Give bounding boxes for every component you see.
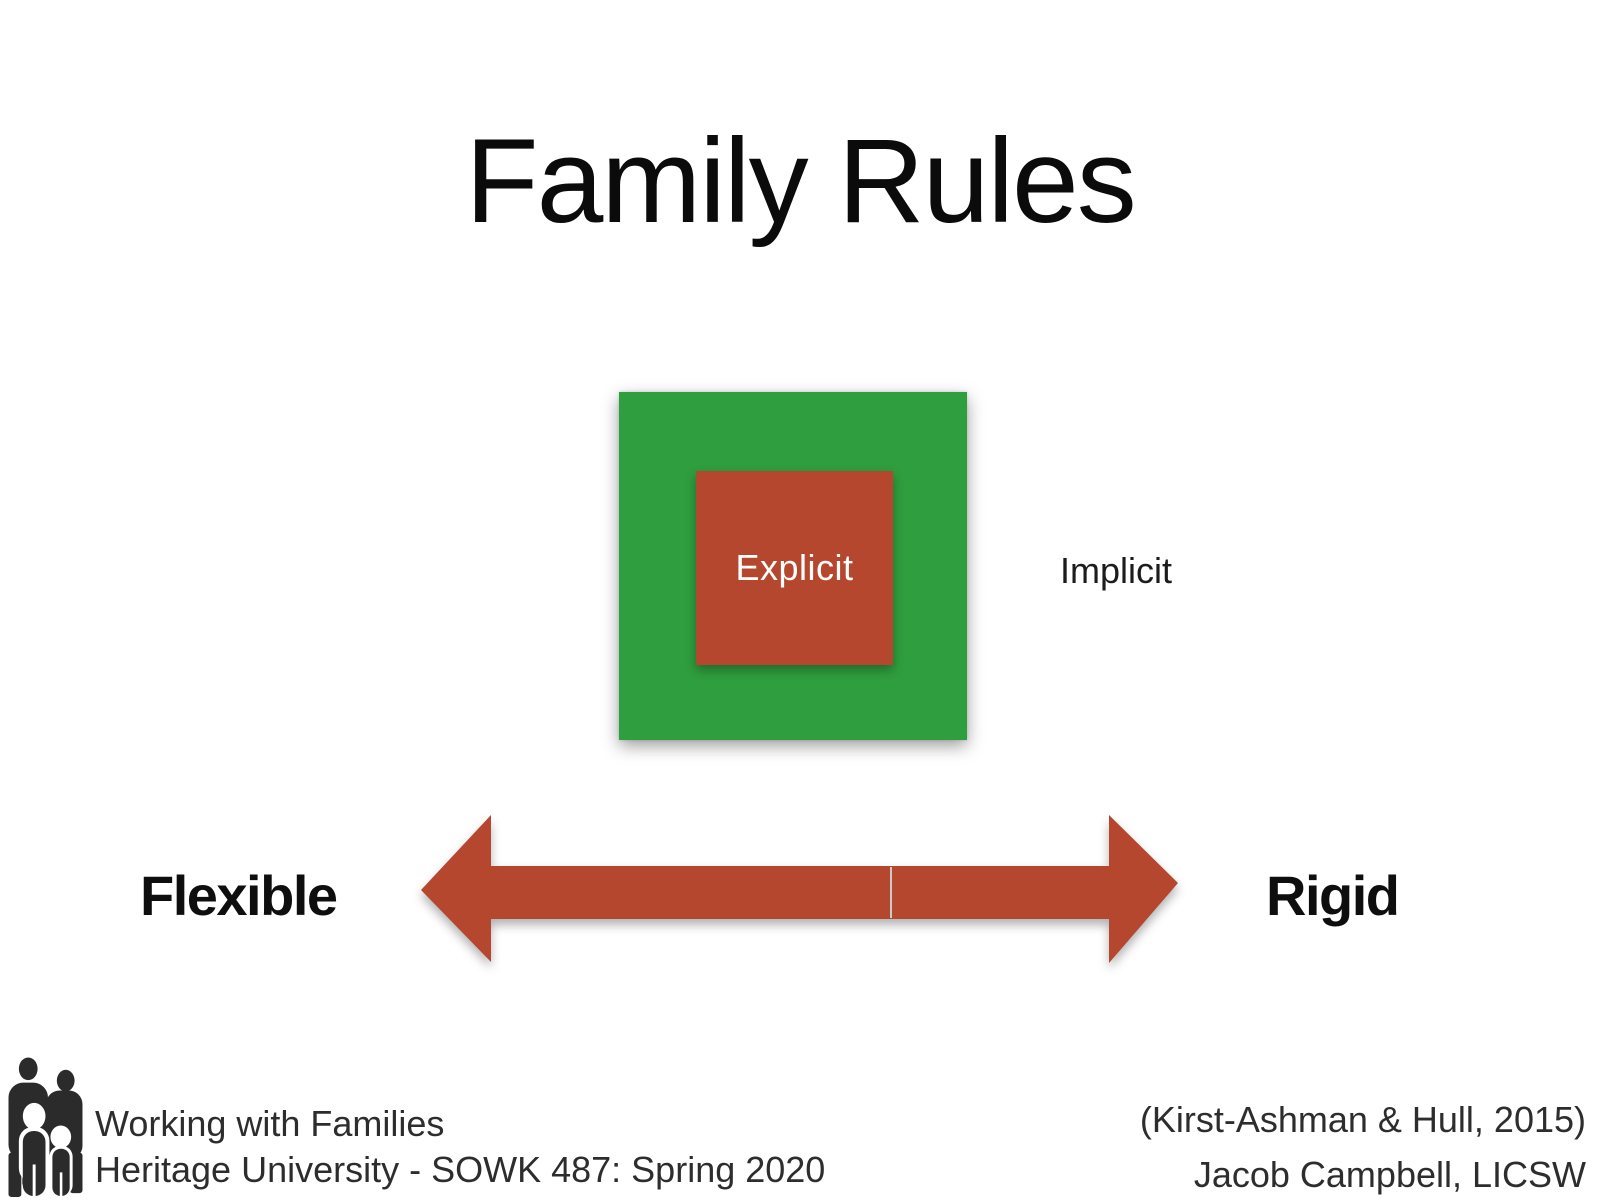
citation-author: Jacob Campbell, LICSW [1193,1154,1586,1195]
family-silhouette-icon [8,1057,83,1200]
flexibility-spectrum-arrow-icon [421,815,1178,963]
explicit-label: Explicit [735,547,854,588]
slide-title: Family Rules [465,114,1136,248]
implicit-label: Implicit [1060,550,1173,591]
citation-reference: (Kirst-Ashman & Hull, 2015) [1139,1099,1586,1140]
footer-citation: (Kirst-Ashman & Hull, 2015) Jacob Campbe… [1140,1092,1586,1200]
footer-course-title: Working with Families [95,1103,445,1144]
explicit-rules-square: Explicit [696,471,893,665]
footer-course-detail: Heritage University - SOWK 487: Spring 2… [95,1149,826,1190]
rigid-label: Rigid [1266,864,1400,927]
implicit-rules-square: Explicit [619,392,967,740]
footer-course-info: Working with Families Heritage Universit… [95,1101,825,1193]
flexible-label: Flexible [140,864,338,927]
